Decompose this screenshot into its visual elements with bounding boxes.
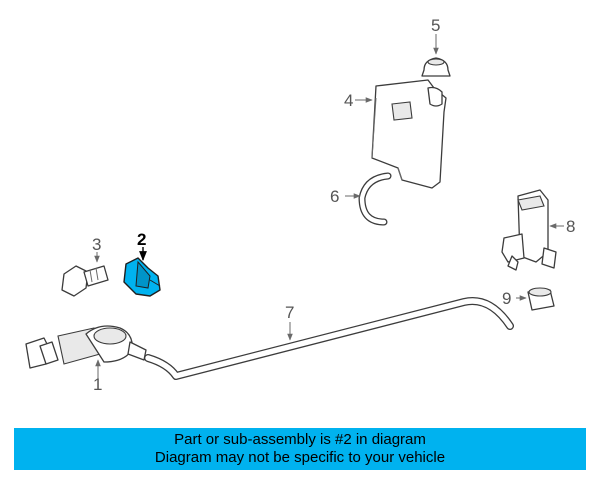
part-3-bolt[interactable]: 3 (61, 235, 109, 297)
callout-6: 6 (330, 187, 339, 206)
banner-line-part-number: Part or sub-assembly is #2 in diagram (174, 431, 426, 448)
callout-2: 2 (137, 230, 146, 249)
callout-5: 5 (431, 16, 440, 35)
callout-8: 8 (566, 217, 575, 236)
callout-1: 1 (93, 375, 102, 394)
part-6-hose[interactable]: 6 (330, 172, 392, 226)
part-1-washer-nozzle[interactable]: 1 (25, 325, 147, 394)
callout-4: 4 (344, 91, 353, 110)
callout-3: 3 (92, 235, 101, 254)
part-5-reservoir-cap[interactable]: 5 (421, 16, 451, 77)
parts-diagram: 5 4 6 8 (25, 16, 575, 394)
part-8-washer-pump[interactable]: 8 (501, 189, 575, 271)
part-7-washer-hose[interactable]: 7 (144, 297, 514, 380)
part-2-bracket-highlighted[interactable]: 2 (123, 230, 161, 297)
banner-line-disclaimer: Diagram may not be specific to your vehi… (154, 449, 446, 466)
part-info-banner: Part or sub-assembly is #2 in diagram Di… (14, 428, 586, 470)
part-4-washer-reservoir[interactable]: 4 (344, 79, 447, 189)
callout-9: 9 (502, 289, 511, 308)
callout-7: 7 (285, 303, 294, 322)
part-9-grommet[interactable]: 9 (502, 287, 555, 311)
